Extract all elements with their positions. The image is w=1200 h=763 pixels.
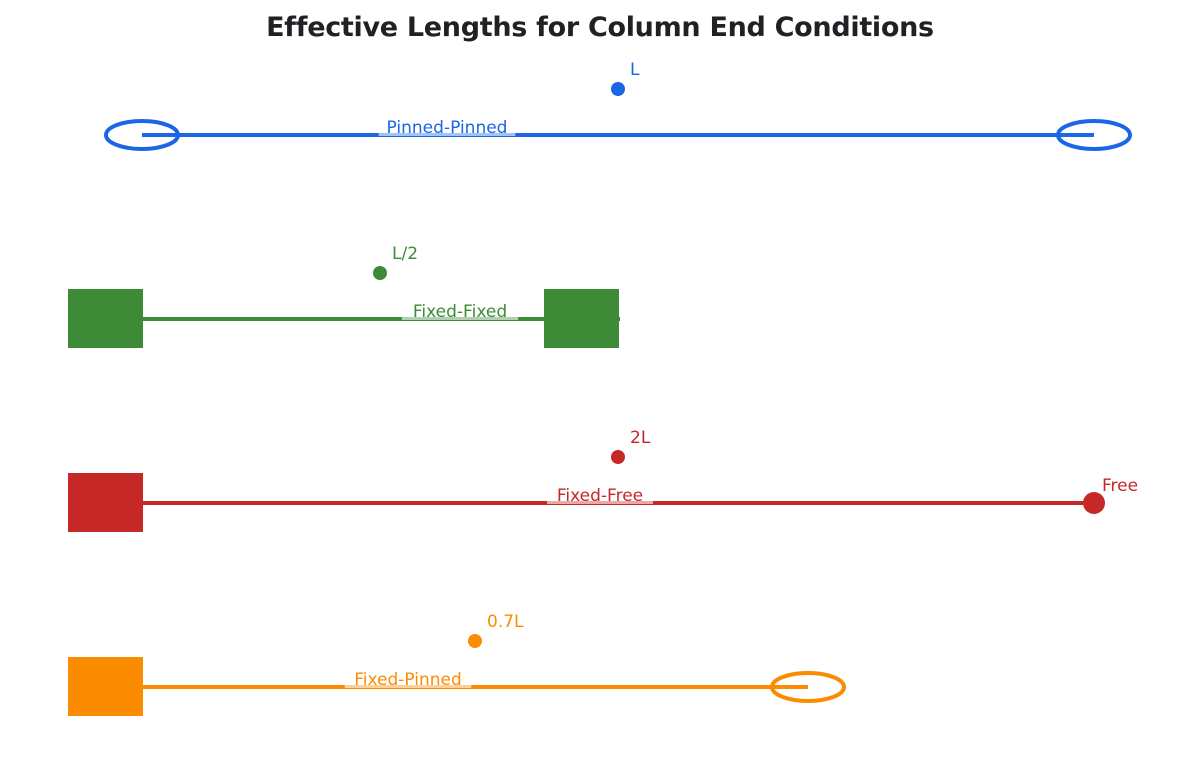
column-fixed-pinned-label: Fixed-Pinned	[354, 670, 462, 690]
column-fixed-fixed-label: Fixed-Fixed	[413, 302, 507, 322]
column-pinned-pinned-right-pin-support	[1056, 119, 1132, 151]
column-fixed-free-free-label: Free	[1102, 476, 1138, 496]
column-fixed-fixed-label-highlight	[401, 315, 519, 320]
column-fixed-free-factor-label: 2L	[630, 428, 651, 448]
column-fixed-fixed-right-fixed-support	[544, 289, 619, 348]
diagram-title: Effective Lengths for Column End Conditi…	[266, 12, 934, 43]
column-fixed-fixed-factor-label: L/2	[392, 244, 418, 264]
column-fixed-pinned-left-fixed-support	[68, 657, 143, 716]
column-fixed-pinned-factor-dot	[468, 634, 482, 648]
column-fixed-pinned-factor-label: 0.7L	[487, 612, 524, 632]
column-pinned-pinned-label: Pinned-Pinned	[387, 118, 508, 138]
column-pinned-pinned-factor-dot	[611, 82, 625, 96]
column-pinned-pinned-factor-label: L	[630, 60, 640, 80]
column-pinned-pinned-left-pin-support	[104, 119, 180, 151]
column-fixed-pinned-right-pin-support	[770, 671, 846, 703]
column-fixed-free-left-fixed-support	[68, 473, 143, 532]
column-fixed-free-label: Fixed-Free	[557, 486, 643, 506]
column-fixed-pinned-label-highlight	[344, 683, 472, 688]
column-fixed-free-label-highlight	[547, 499, 653, 504]
column-pinned-pinned-label-highlight	[378, 131, 516, 136]
column-fixed-free-right-free-end	[1083, 492, 1105, 514]
column-fixed-free-factor-dot	[611, 450, 625, 464]
column-fixed-fixed-factor-dot	[373, 266, 387, 280]
column-fixed-fixed-left-fixed-support	[68, 289, 143, 348]
